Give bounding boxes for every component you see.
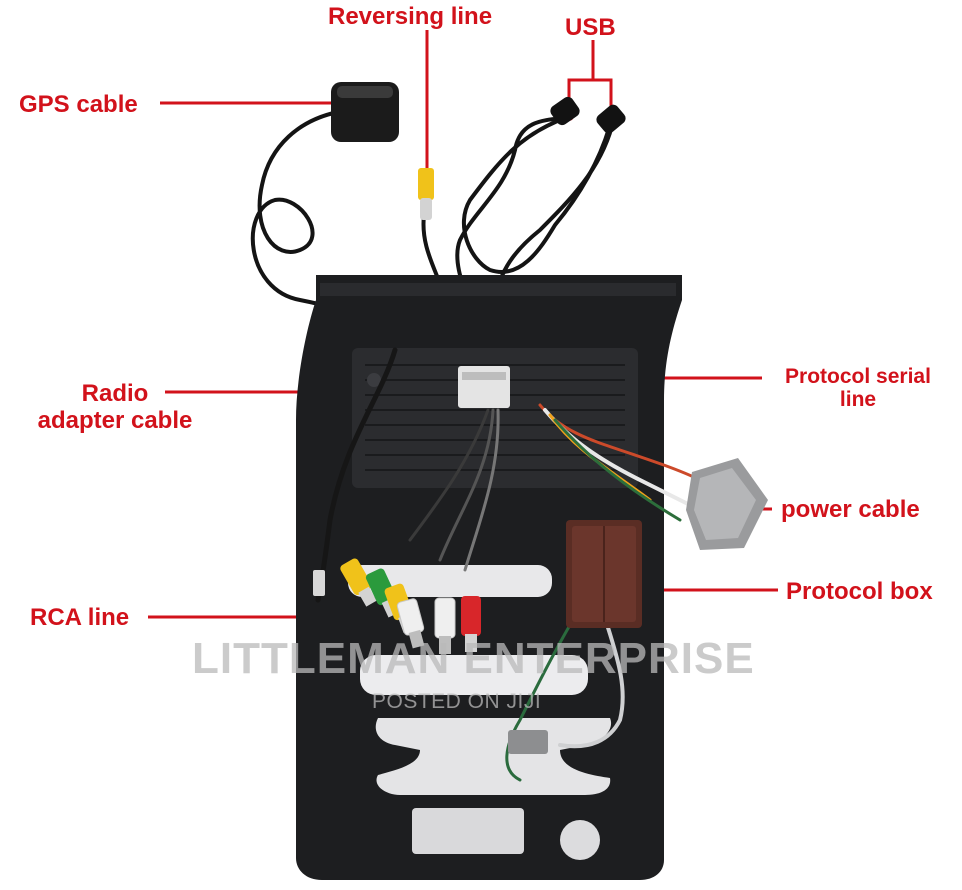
bottom-slot bbox=[412, 808, 524, 854]
usb-wire-a bbox=[461, 116, 612, 274]
bottom-hole bbox=[560, 820, 600, 860]
usb-connectors bbox=[550, 96, 626, 134]
head-unit-back bbox=[352, 348, 638, 488]
label-rca-line: RCA line bbox=[30, 604, 130, 631]
callout-usb bbox=[567, 40, 595, 112]
label-radio-adapter-line2: adapter cable bbox=[37, 407, 193, 434]
harness-connector bbox=[508, 730, 548, 754]
label-power-cable: power cable bbox=[781, 496, 920, 523]
label-radio-adapter: Radio adapter cable bbox=[20, 380, 210, 434]
rca-connectors bbox=[313, 558, 481, 654]
label-protocol-serial: Protocol serial line bbox=[770, 365, 946, 411]
label-protocol-serial-line2: line bbox=[839, 388, 877, 411]
label-protocol-serial-line1: Protocol serial bbox=[785, 365, 931, 388]
protocol-box bbox=[566, 520, 642, 628]
watermark-sub: POSTED ON JIJI bbox=[372, 690, 542, 713]
label-gps-cable: GPS cable bbox=[19, 91, 138, 118]
label-radio-adapter-line1: Radio bbox=[81, 380, 149, 407]
label-protocol-box: Protocol box bbox=[786, 578, 933, 605]
gps-cable-wire bbox=[250, 110, 397, 347]
reversing-rca-connector bbox=[418, 168, 434, 220]
gps-antenna bbox=[331, 82, 399, 142]
watermark-main: LITTLEMAN ENTERPRISE bbox=[192, 634, 755, 683]
callout-usb-right bbox=[593, 78, 613, 116]
label-usb: USB bbox=[565, 14, 616, 41]
dash-frame bbox=[296, 275, 682, 880]
slot-lower bbox=[375, 718, 612, 795]
slot-middle bbox=[360, 655, 588, 695]
power-connector bbox=[686, 458, 768, 550]
label-reversing-line: Reversing line bbox=[328, 3, 493, 30]
